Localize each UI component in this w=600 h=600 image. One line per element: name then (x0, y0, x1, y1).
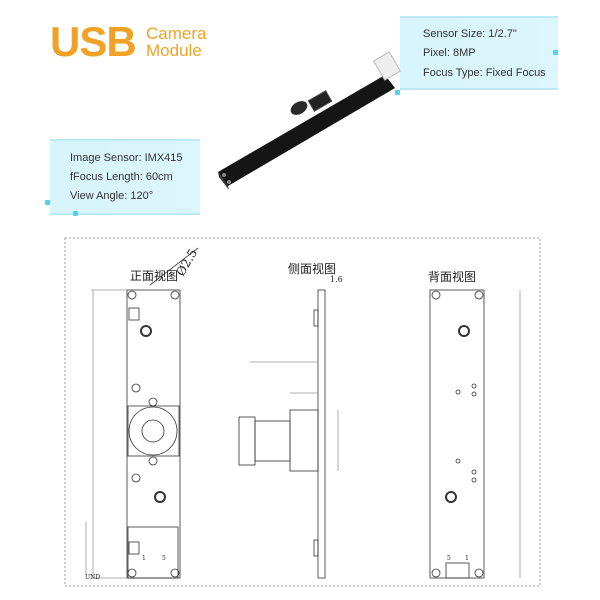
subtitle-line1: Camera (146, 24, 207, 43)
spec-panel-left: Image Sensor: IMX415 fFocus Length: 60cm… (50, 139, 200, 215)
front-view-label: 正面视图 (130, 268, 178, 283)
pin-front-1: 1 (142, 555, 146, 562)
spec-focus-type: Focus Type: Fixed Focus (423, 67, 546, 79)
brand-title: USB (50, 18, 137, 65)
brand-subtitle: Camera Module (146, 25, 206, 59)
spec-panel-right: Sensor Size: 1/2.7" Pixel: 8MP Focus Typ… (400, 16, 558, 90)
spec-focus-length: fFocus Length: 60cm (70, 171, 173, 183)
pin-front-5: 5 (162, 555, 166, 562)
spec-pixel: Pixel: 8MP (423, 47, 476, 59)
camera-module-photo (218, 51, 401, 190)
front-view (85, 247, 199, 579)
pin-back-1: 1 (465, 555, 469, 562)
gnd-label: UND (85, 574, 100, 581)
deco-dot (553, 50, 558, 55)
deco-dot (45, 200, 50, 205)
spec-image-sensor: Image Sensor: IMX415 (70, 152, 183, 164)
thickness-label: 1.6 (330, 275, 343, 284)
back-view-label: 背面视图 (428, 269, 476, 284)
back-view (429, 289, 521, 579)
side-view-label: 侧面视图 (288, 261, 336, 276)
spec-view-angle: View Angle: 120° (70, 190, 154, 202)
deco-dot (73, 211, 78, 216)
hole-diameter-label: Ø2.5 (173, 246, 200, 278)
subtitle-line2: Module (146, 41, 202, 60)
pin-back-5: 5 (447, 555, 451, 562)
deco-dot (395, 90, 400, 95)
side-view (238, 289, 339, 579)
spec-sensor-size: Sensor Size: 1/2.7" (423, 28, 517, 40)
drawing-frame (64, 237, 541, 587)
